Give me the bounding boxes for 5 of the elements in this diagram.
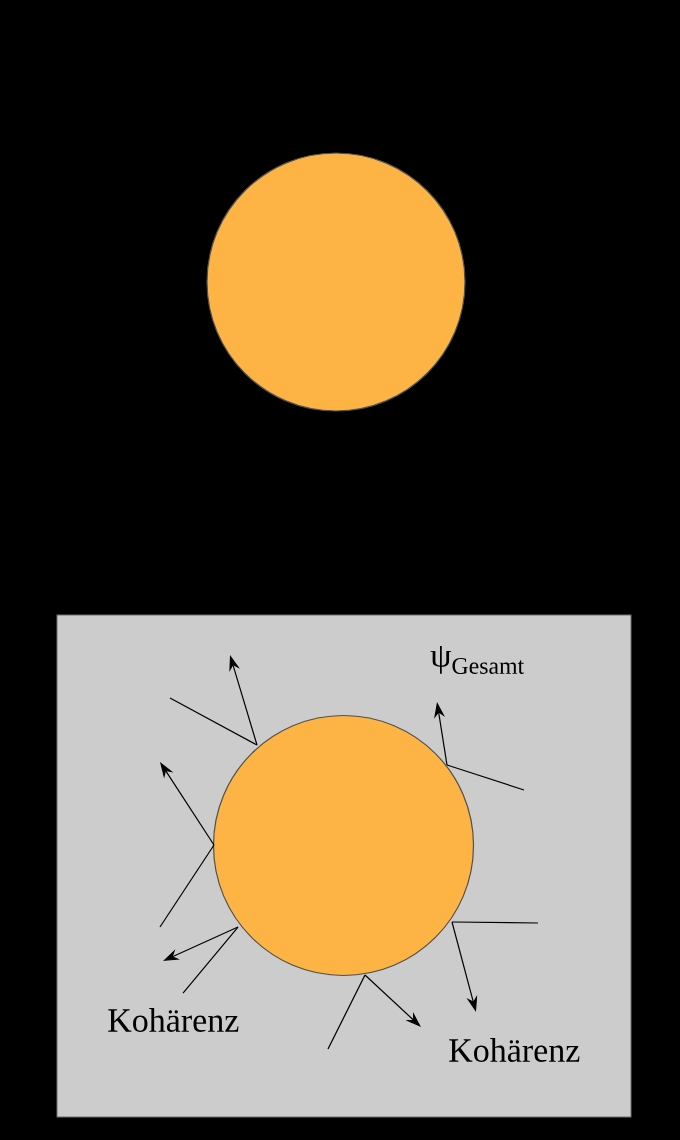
- psi-label: ψ$_{Gesamt}$: [430, 646, 525, 674]
- sphere: [206, 152, 466, 412]
- wave-label: Kohärenz: [108, 1008, 239, 1032]
- wave-label: Kohärenz: [449, 1038, 580, 1062]
- sphere: [212, 714, 475, 977]
